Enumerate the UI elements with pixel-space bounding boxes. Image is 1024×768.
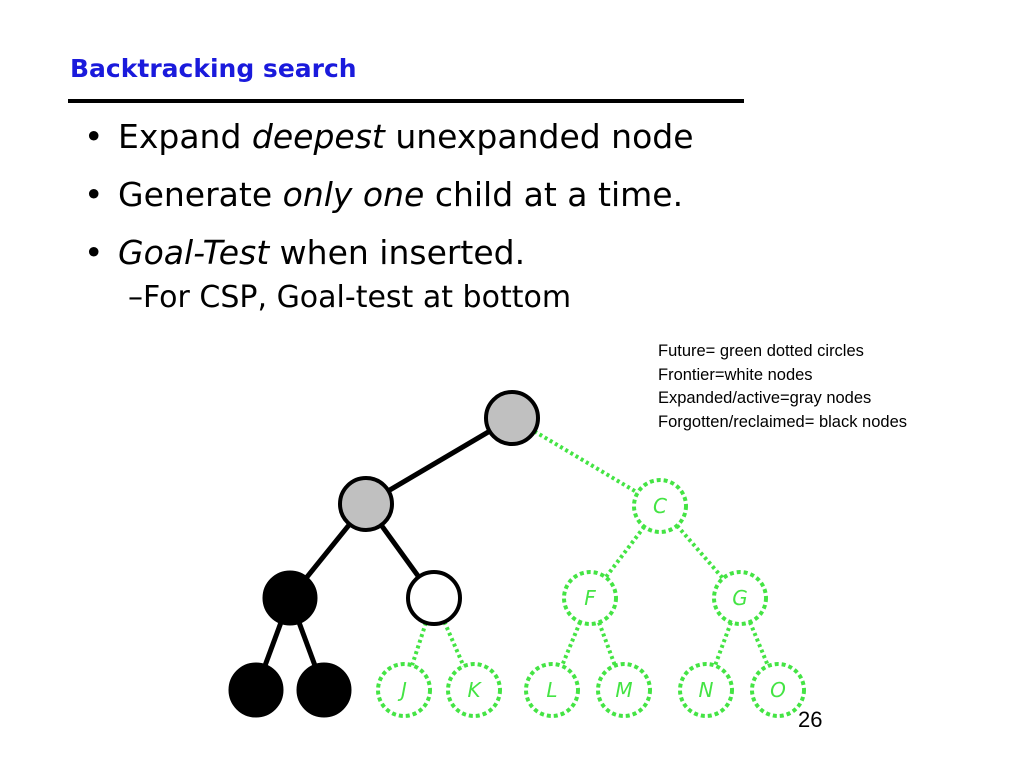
tree-node-m — [596, 662, 652, 718]
bullet-item: Goal-Test when inserted. — [84, 224, 694, 282]
tree-node-k — [446, 662, 502, 718]
legend-item-forgotten: Forgotten/reclaimed= black nodes — [658, 412, 908, 431]
tree-edge-b-e — [379, 523, 421, 579]
tree-edge-g-o — [748, 621, 770, 667]
tree-edge-a-b — [387, 429, 491, 493]
bullet-item: Generate only one child at a time. — [84, 166, 694, 224]
tree-node-d — [262, 570, 318, 626]
tree-node-label-g: G — [732, 586, 748, 610]
tree-edge-e-k — [442, 621, 466, 667]
tree-edge-b-d — [304, 522, 352, 580]
tree-node-h — [228, 662, 284, 718]
tree-node-g — [712, 570, 768, 626]
tree-edge-f-m — [597, 621, 617, 667]
bullet-text: when inserted. — [269, 233, 526, 272]
legend-item-future: Future= green dotted circles — [658, 342, 864, 360]
bullet-emphasis: only one — [282, 175, 425, 214]
tree-node-f — [562, 570, 618, 626]
tree-node-label-k: K — [467, 678, 482, 702]
tree-node-a — [484, 390, 540, 446]
bullet-item: Expand deepest unexpanded node — [84, 108, 694, 166]
page-number: 26 — [798, 707, 823, 732]
bullet-text: Generate — [118, 175, 283, 214]
tree-node-e — [406, 570, 462, 626]
legend: Future= green dotted circles Frontier=wh… — [658, 340, 907, 434]
tree-edge-g-n — [713, 621, 733, 667]
tree-node-i — [296, 662, 352, 718]
tree-node-j — [376, 662, 432, 718]
slide-title: Backtracking search — [70, 54, 357, 83]
tree-node-label-l: L — [546, 678, 557, 702]
tree-node-o — [750, 662, 806, 718]
tree-edge-d-i — [296, 621, 318, 667]
tree-node-b — [338, 476, 394, 532]
tree-node-label-m: M — [615, 678, 632, 702]
tree-node-label-c: C — [653, 494, 667, 518]
bullet-emphasis: Goal-Test — [118, 233, 270, 272]
tree-edge-c-f — [604, 525, 646, 579]
tree-edge-e-j — [410, 622, 428, 666]
tree-edge-a-c — [533, 429, 639, 495]
tree-node-label-n: N — [699, 678, 714, 702]
tree-node-label-o: O — [770, 678, 786, 702]
title-underline — [68, 99, 744, 103]
tree-node-l — [524, 662, 580, 718]
bullet-emphasis: deepest — [251, 117, 385, 156]
tree-edge-d-h — [262, 621, 284, 667]
bullet-list: Expand deepest unexpanded node Generate … — [84, 108, 694, 282]
legend-item-frontier: Frontier=white nodes — [658, 365, 813, 384]
tree-edge-c-g — [675, 524, 725, 580]
tree-node-c — [632, 478, 688, 534]
tree-edge-f-l — [560, 621, 582, 667]
sub-bullet: –For CSP, Goal-test at bottom — [128, 280, 572, 315]
bullet-text: child at a time. — [424, 175, 684, 214]
tree-node-label-j: J — [397, 678, 407, 702]
legend-item-expanded: Expanded/active=gray nodes — [658, 389, 872, 407]
tree-node-label-f: F — [584, 586, 596, 610]
tree-node-n — [678, 662, 734, 718]
bullet-text: Expand — [118, 117, 252, 156]
bullet-text: unexpanded node — [384, 117, 694, 156]
